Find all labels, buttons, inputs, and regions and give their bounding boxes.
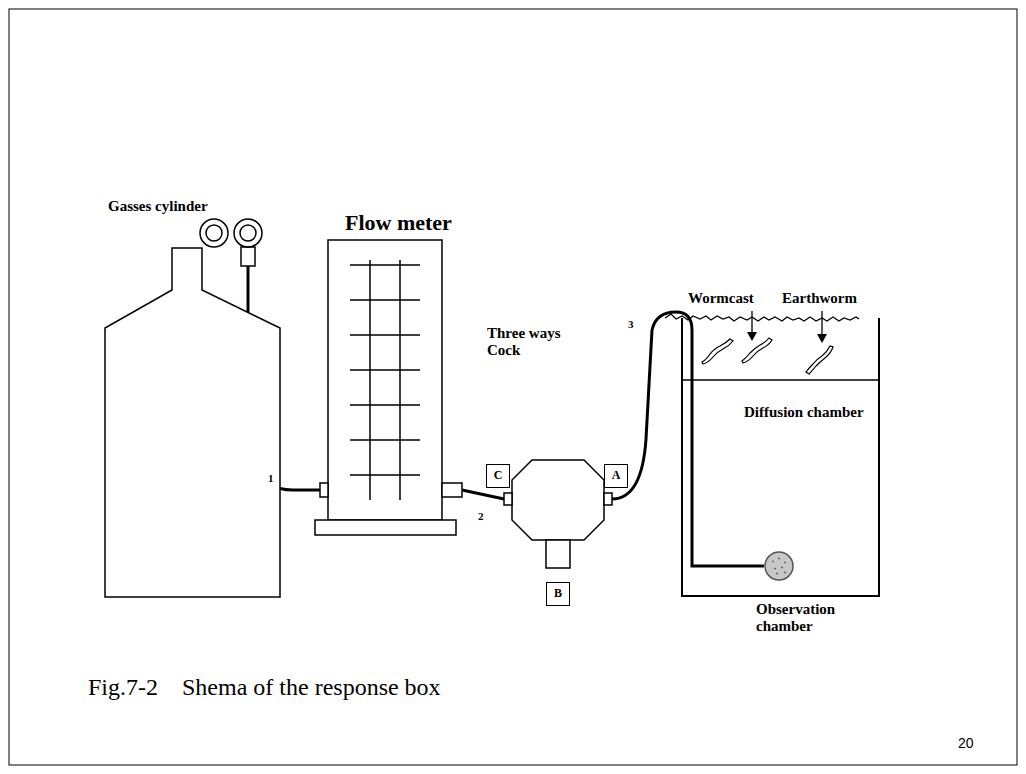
port-letter: B xyxy=(547,583,569,604)
port-letter-box: A xyxy=(604,464,628,488)
flow-meter: Flow meter xyxy=(315,210,462,535)
gas-tube xyxy=(462,490,504,499)
port-letter: C xyxy=(487,465,509,486)
arrow-head xyxy=(817,334,827,343)
tube-number: 3 xyxy=(628,318,634,330)
flow-meter-outline xyxy=(315,210,462,535)
page-number: 20 xyxy=(958,735,974,751)
gas-cylinder-outline xyxy=(100,198,285,600)
tube-number: 1 xyxy=(268,472,274,484)
node-label: Three ways Cock xyxy=(487,325,582,359)
three-way-cock: Three ways Cock xyxy=(500,460,612,568)
tube-number: 2 xyxy=(478,510,484,522)
part-label: Wormcast xyxy=(688,290,754,307)
soil-layer-line xyxy=(681,379,880,381)
node-label: Flow meter xyxy=(345,210,452,235)
node-label: Gasses cylinder xyxy=(108,198,208,215)
gas-tube xyxy=(612,312,764,566)
three-way-cock-outline xyxy=(500,460,612,568)
port-letter-box: B xyxy=(546,582,570,606)
gas-cylinder: Gasses cylinder xyxy=(100,198,285,600)
wormcast-shape xyxy=(702,339,733,364)
observation-chamber-outline xyxy=(764,551,794,581)
wormcast-shape xyxy=(742,338,772,363)
port-letter-box: C xyxy=(486,464,510,488)
figure-caption: Fig.7-2 Shema of the response box xyxy=(88,673,441,701)
diffusion-chamber: Diffusion chamberObservation chamber xyxy=(681,318,880,597)
arrow-head xyxy=(747,332,757,341)
node-label: Observation chamber xyxy=(756,601,846,635)
part-label: Earthworm xyxy=(782,290,857,307)
leader-arrow xyxy=(821,311,822,336)
port-letter: A xyxy=(605,465,627,486)
node-label: Diffusion chamber xyxy=(744,404,864,421)
slide-border xyxy=(9,9,1017,765)
observation-chamber: Observation chamber xyxy=(764,551,794,581)
earthworm-shape xyxy=(806,346,833,374)
leader-arrow xyxy=(751,311,752,334)
